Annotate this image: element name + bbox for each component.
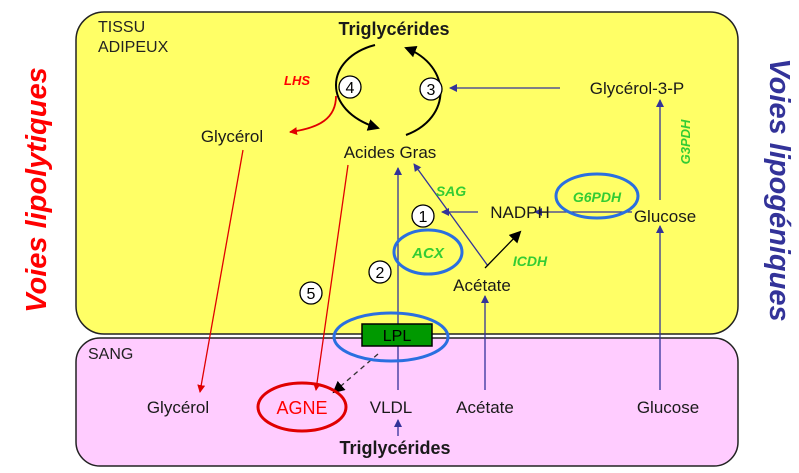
step-1-marker: 1 bbox=[411, 204, 435, 228]
arrow-lhs-to-glycerol bbox=[289, 95, 337, 136]
enzyme-icdh: ICDH bbox=[513, 253, 548, 269]
adipose-tissue-compartment bbox=[75, 11, 739, 335]
enzyme-g3pdh: G3PDH bbox=[678, 119, 693, 164]
tissue-title-line2: ADIPEUX bbox=[98, 39, 169, 56]
step-1-number: 1 bbox=[419, 209, 428, 226]
blood-triglycerides: Triglycérides bbox=[339, 438, 450, 458]
blood-glycerol: Glycérol bbox=[147, 398, 209, 417]
arrow-fatty-acids-to-agne bbox=[313, 164, 349, 391]
blood-glucose: Glucose bbox=[637, 398, 699, 417]
acx-highlight bbox=[392, 228, 464, 276]
enzyme-g6pdh: G6PDH bbox=[573, 189, 622, 205]
tissue-acetate: Acétate bbox=[453, 276, 511, 295]
enzyme-acx: ACX bbox=[411, 245, 445, 262]
g6pdh-highlight bbox=[554, 172, 640, 220]
lpl-highlight bbox=[332, 311, 450, 363]
step-4-marker: 4 bbox=[338, 75, 362, 99]
step-3-marker: 3 bbox=[419, 77, 443, 101]
tissue-glucose: Glucose bbox=[634, 207, 696, 226]
step-2-number: 2 bbox=[376, 265, 385, 282]
tissue-fatty-acids: Acides Gras bbox=[344, 143, 437, 162]
tissue-glycerol-3p: Glycérol-3-P bbox=[590, 79, 684, 98]
tissue-title-line1: TISSU bbox=[98, 19, 145, 36]
blood-title: SANG bbox=[88, 346, 133, 363]
lpl-box bbox=[361, 323, 433, 347]
tissue-nadph: NADPH bbox=[490, 203, 550, 222]
tissue-triglycerides: Triglycérides bbox=[338, 19, 449, 39]
cycle-arc-left bbox=[335, 44, 380, 131]
step-5-number: 5 bbox=[307, 286, 316, 303]
step-4-number: 4 bbox=[346, 80, 355, 97]
arrow-acetate-to-nadph bbox=[484, 230, 522, 269]
arrow-glycerol-to-blood-glycerol bbox=[197, 149, 244, 393]
step-5-marker: 5 bbox=[299, 281, 323, 305]
blood-acetate: Acétate bbox=[456, 398, 514, 417]
lipogenic-pathways-label: Voies lipogéniques bbox=[763, 58, 795, 321]
lipolytic-pathways-label: Voies lipolytiques bbox=[21, 67, 53, 312]
lpl-label: LPL bbox=[383, 328, 412, 345]
arrow-acetate-to-fatty-acids bbox=[413, 163, 489, 267]
tissue-glycerol: Glycérol bbox=[201, 127, 263, 146]
blood-vldl: VLDL bbox=[370, 398, 413, 417]
enzyme-sag: SAG bbox=[436, 183, 466, 199]
step-3-number: 3 bbox=[427, 82, 436, 99]
blood-agne: AGNE bbox=[276, 398, 327, 418]
agne-highlight bbox=[256, 381, 348, 433]
enzyme-lhs: LHS bbox=[284, 73, 310, 88]
step-2-marker: 2 bbox=[368, 260, 392, 284]
